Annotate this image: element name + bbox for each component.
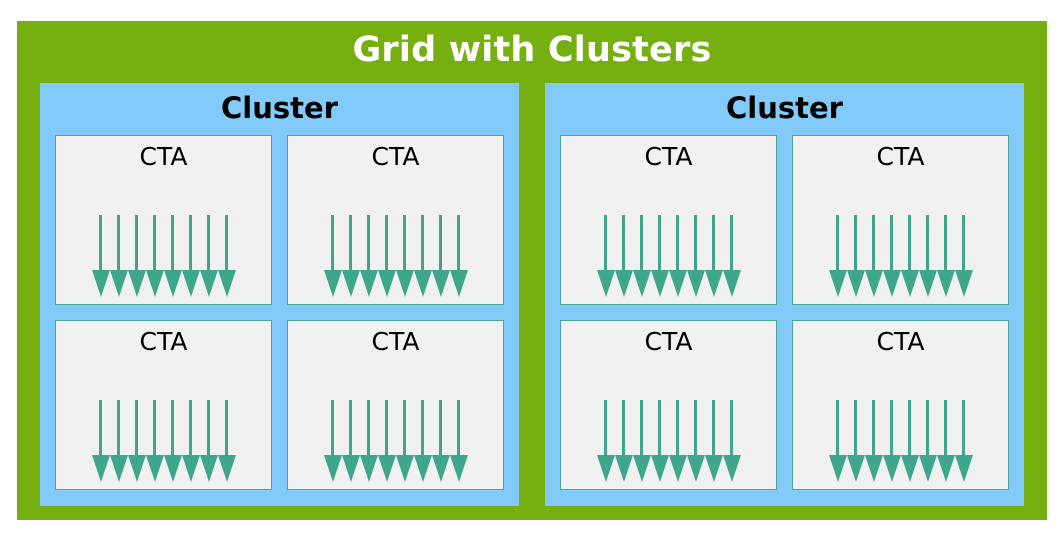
thread-arrow-group [793,400,1008,482]
thread-arrow-icon [163,400,182,482]
thread-arrow-icon [359,215,378,297]
cta-block: CTA [560,135,777,305]
cta-label: CTA [644,327,693,356]
thread-arrow-icon [918,400,937,482]
thread-arrow-icon [341,215,360,297]
thread-arrow-icon [431,400,450,482]
thread-arrow-icon [217,400,236,482]
cta-label: CTA [876,327,925,356]
thread-arrow-icon [954,400,973,482]
thread-arrow-icon [217,215,236,297]
thread-arrow-icon [936,215,955,297]
grid-title: Grid with Clusters [352,30,712,70]
thread-arrow-icon [900,215,919,297]
thread-arrow-icon [145,400,164,482]
cluster-0-cta-grid: CTA CTA [55,135,504,490]
thread-arrow-icon [828,400,847,482]
thread-arrow-icon [704,215,723,297]
cta-block: CTA [792,320,1009,490]
thread-arrow-icon [954,215,973,297]
thread-arrow-icon [596,400,615,482]
thread-arrow-icon [900,400,919,482]
cta-label: CTA [876,142,925,171]
thread-arrow-icon [650,400,669,482]
thread-arrow-icon [199,215,218,297]
thread-arrow-group [288,400,503,482]
cluster-0-title: Cluster [221,91,338,125]
cta-label: CTA [139,327,188,356]
cta-label: CTA [139,142,188,171]
thread-arrow-icon [449,400,468,482]
thread-arrow-icon [127,215,146,297]
thread-arrow-icon [936,400,955,482]
cluster-1-title: Cluster [726,91,843,125]
thread-arrow-icon [109,215,128,297]
thread-arrow-icon [882,400,901,482]
cluster-1: Cluster CTA [545,83,1024,506]
thread-arrow-icon [722,215,741,297]
thread-arrow-icon [377,215,396,297]
thread-arrow-group [56,215,271,297]
thread-arrow-icon [704,400,723,482]
thread-arrow-icon [163,215,182,297]
thread-arrow-icon [846,400,865,482]
thread-arrow-icon [91,215,110,297]
cluster-1-cta-grid: CTA CTA [560,135,1009,490]
thread-arrow-icon [377,400,396,482]
thread-arrow-group [561,400,776,482]
thread-arrow-icon [199,400,218,482]
thread-arrow-icon [882,215,901,297]
thread-arrow-icon [632,400,651,482]
thread-arrow-icon [864,215,883,297]
thread-arrow-icon [323,215,342,297]
thread-arrow-icon [181,215,200,297]
thread-arrow-icon [181,400,200,482]
thread-arrow-group [793,215,1008,297]
thread-arrow-icon [614,215,633,297]
thread-arrow-icon [431,215,450,297]
thread-arrow-icon [91,400,110,482]
cta-block: CTA [55,135,272,305]
cta-block: CTA [792,135,1009,305]
thread-arrow-icon [686,400,705,482]
thread-arrow-icon [918,215,937,297]
thread-arrow-icon [395,215,414,297]
cluster-0: Cluster CTA [40,83,519,506]
thread-arrow-icon [828,215,847,297]
thread-arrow-icon [341,400,360,482]
thread-arrow-icon [413,215,432,297]
thread-arrow-icon [449,215,468,297]
thread-arrow-icon [686,215,705,297]
thread-arrow-icon [359,400,378,482]
thread-arrow-icon [413,400,432,482]
thread-arrow-icon [109,400,128,482]
cta-label: CTA [644,142,693,171]
thread-arrow-icon [650,215,669,297]
thread-arrow-icon [596,215,615,297]
thread-arrow-icon [614,400,633,482]
thread-arrow-icon [864,400,883,482]
thread-arrow-icon [632,215,651,297]
thread-arrow-group [561,215,776,297]
cta-block: CTA [560,320,777,490]
thread-arrow-group [56,400,271,482]
cta-block: CTA [287,135,504,305]
thread-arrow-icon [846,215,865,297]
clusters-row: Cluster CTA [40,83,1024,506]
grid-container: Grid with Clusters Cluster CTA [17,21,1047,520]
thread-arrow-icon [127,400,146,482]
thread-arrow-icon [395,400,414,482]
cta-block: CTA [287,320,504,490]
thread-arrow-icon [722,400,741,482]
cta-label: CTA [371,327,420,356]
thread-arrow-group [288,215,503,297]
thread-arrow-icon [145,215,164,297]
thread-arrow-icon [668,400,687,482]
thread-arrow-icon [668,215,687,297]
cta-block: CTA [55,320,272,490]
cta-label: CTA [371,142,420,171]
thread-arrow-icon [323,400,342,482]
